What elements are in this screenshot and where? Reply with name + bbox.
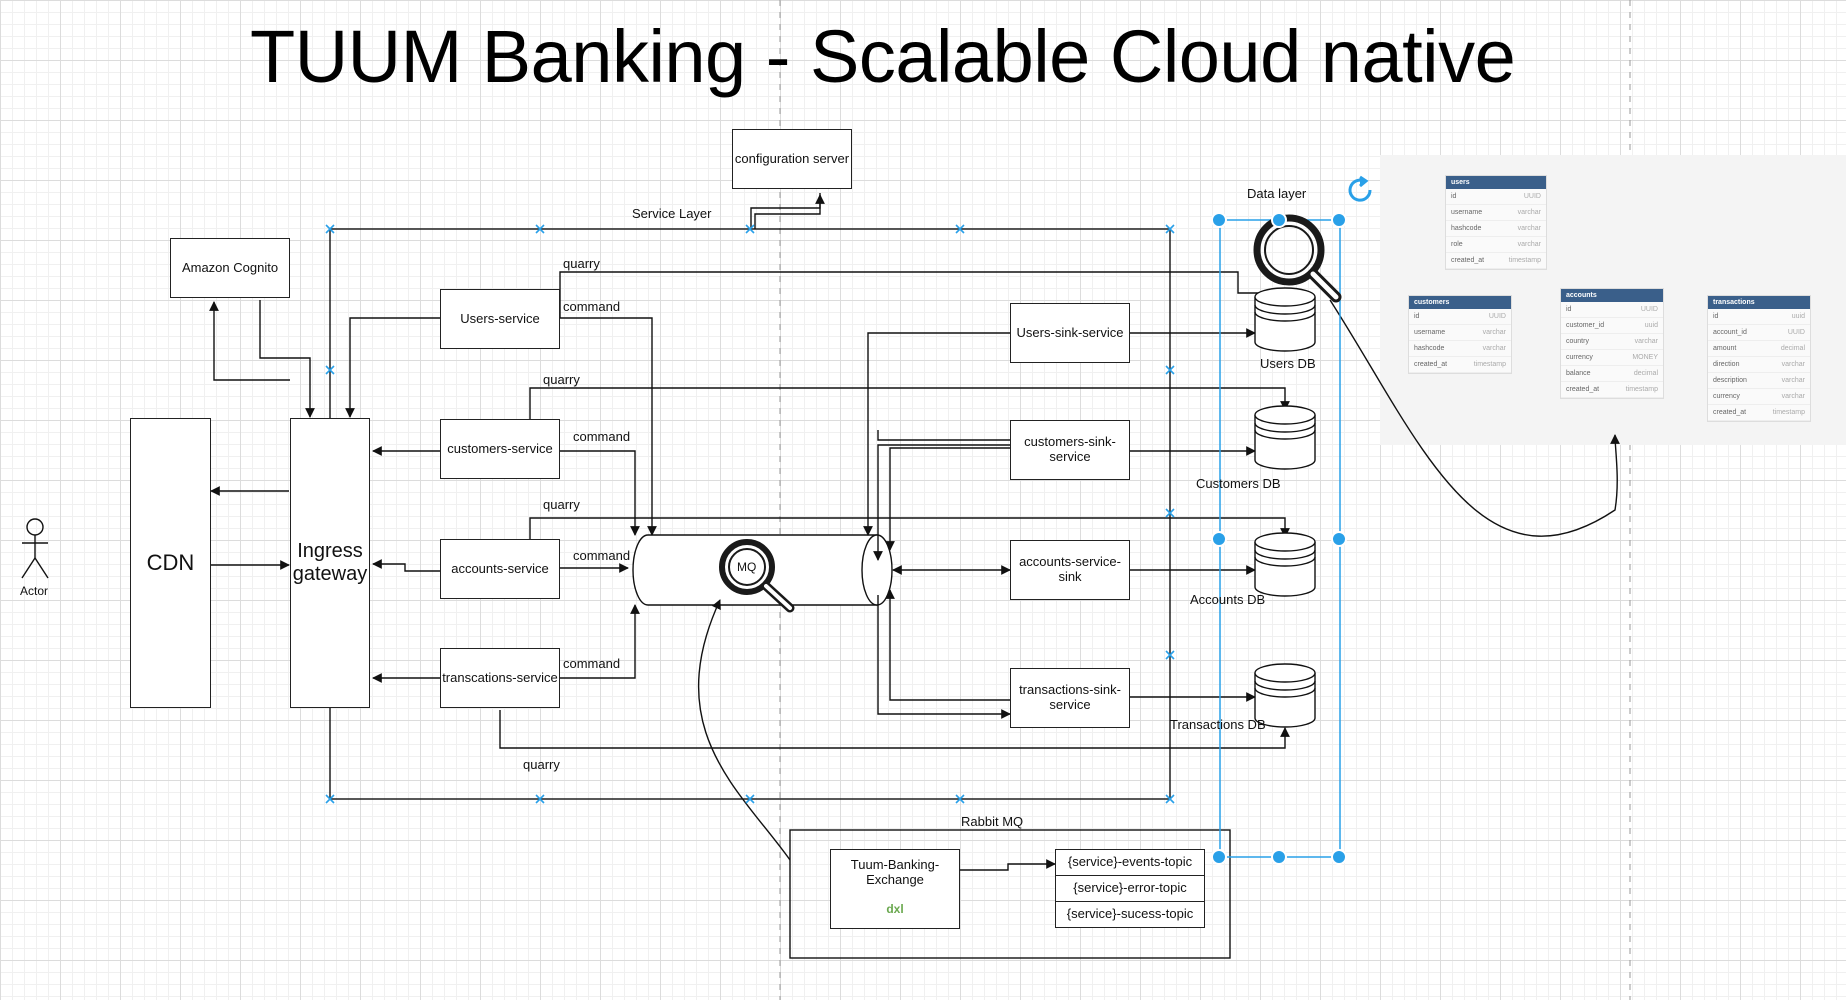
transcations-service-box[interactable]: transcations-service (440, 648, 560, 708)
cdn-box[interactable]: CDN (130, 418, 211, 708)
transactions-sink-service-box[interactable]: transactions-sink-service (1010, 668, 1130, 728)
data-layer-label: Data layer (1247, 186, 1307, 201)
topic-item[interactable]: {service}-sucess-topic (1066, 906, 1194, 922)
customers-db-cylinder[interactable] (1254, 405, 1316, 470)
users-sink-service-box[interactable]: Users-sink-service (1010, 303, 1130, 363)
users-db-label: Users DB (1260, 356, 1316, 371)
topic-item[interactable]: {service}-events-topic (1056, 850, 1204, 876)
edge-label-command: command (573, 429, 631, 444)
customers-service-box[interactable]: customers-service (440, 419, 560, 479)
topics-box[interactable]: {service}-events-topic {service}-error-t… (1055, 849, 1205, 928)
users-service-box[interactable]: Users-service (440, 289, 560, 349)
topic-item[interactable]: {service}-error-topic (1056, 876, 1204, 902)
erd-table-name: transactions (1708, 296, 1810, 309)
resize-handle[interactable] (1211, 531, 1227, 547)
resize-handle[interactable] (1271, 849, 1287, 865)
accounts-service-sink-box[interactable]: accounts-service-sink (1010, 540, 1130, 600)
exchange-box[interactable]: Tuum-Banking-Exchange dxl (830, 849, 960, 929)
customers-db-label: Customers DB (1196, 476, 1281, 491)
edge-label-command: command (563, 656, 621, 671)
resize-handle[interactable] (1271, 212, 1287, 228)
service-layer-label: Service Layer (632, 206, 712, 221)
mq-cylinder[interactable] (632, 534, 893, 606)
transactions-db-cylinder[interactable] (1254, 663, 1316, 728)
erd-table-name: users (1446, 176, 1546, 189)
actor-figure[interactable] (21, 518, 49, 579)
edge-label-command: command (563, 299, 621, 314)
transactions-db-label: Transactions DB (1170, 717, 1266, 732)
erd-table-name: accounts (1561, 289, 1663, 302)
amazon-cognito-box[interactable]: Amazon Cognito (170, 238, 290, 298)
rotate-handle-icon[interactable] (1348, 175, 1372, 202)
exchange-tag: dxl (886, 902, 904, 917)
resize-handle[interactable] (1331, 531, 1347, 547)
edge-label-query: quarry (563, 256, 600, 271)
accounts-db-label: Accounts DB (1190, 592, 1266, 607)
accounts-service-box[interactable]: accounts-service (440, 539, 560, 599)
magnifier-icon (719, 539, 795, 613)
mq-label: MQ (737, 560, 757, 574)
configuration-server-box[interactable]: configuration server (732, 129, 852, 189)
diagram-title: TUUM Banking - Scalable Cloud native (250, 15, 1516, 98)
exchange-name: Tuum-Banking-Exchange (850, 856, 940, 887)
magnifier-icon (1253, 214, 1342, 303)
edge-label-command: command (573, 548, 631, 563)
resize-handle[interactable] (1211, 212, 1227, 228)
resize-handle[interactable] (1331, 212, 1347, 228)
rabbit-mq-frame[interactable] (789, 829, 1231, 959)
accounts-db-cylinder[interactable] (1254, 532, 1316, 597)
users-db-cylinder[interactable] (1254, 287, 1316, 352)
customers-sink-service-box[interactable]: customers-sink-service (1010, 420, 1130, 480)
edge-label-query: quarry (543, 372, 580, 387)
erd-table-name: customers (1409, 296, 1511, 309)
actor-label: Actor (20, 584, 49, 598)
edge-label-query: quarry (543, 497, 580, 512)
resize-handle[interactable] (1211, 849, 1227, 865)
resize-handle[interactable] (1331, 849, 1347, 865)
edge-label-query: quarry (523, 757, 560, 772)
ingress-gateway-box[interactable]: Ingress gateway (290, 418, 370, 708)
rabbit-mq-label: Rabbit MQ (961, 814, 1024, 829)
